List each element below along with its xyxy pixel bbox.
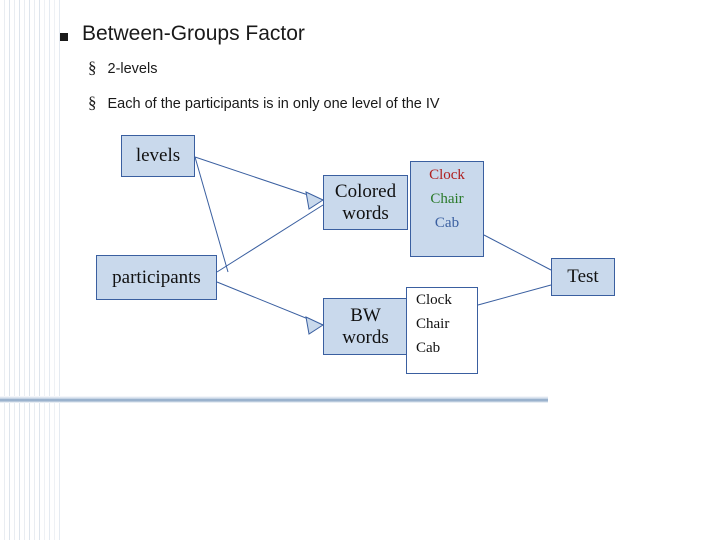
bullet-item-2: § Each of the participants is in only on… (88, 93, 440, 113)
word-list-bw: Clock Chair Cab (406, 287, 478, 374)
bullet-item-1: § 2-levels (88, 58, 157, 78)
word-list-bw-item-chair: Chair (416, 315, 450, 332)
section-marker-icon: § (88, 58, 97, 77)
node-levels[interactable]: levels (121, 135, 195, 177)
bullet-item-1-label: 2-levels (107, 61, 158, 77)
node-participants-label: participants (112, 266, 201, 288)
node-test-label: Test (567, 266, 599, 288)
node-bw-words-line1: BW (350, 305, 381, 327)
bottom-divider-line (0, 399, 548, 401)
node-colored-words[interactable]: Colored words (323, 175, 408, 230)
node-colored-words-line1: Colored (334, 181, 397, 203)
node-bw-words-line2: words (342, 326, 389, 348)
node-participants[interactable]: participants (96, 255, 217, 300)
word-list-bw-item-clock: Clock (416, 292, 452, 308)
node-test[interactable]: Test (551, 258, 615, 296)
bullet-item-2-label: Each of the participants is in only one … (107, 96, 440, 112)
node-levels-label: levels (135, 145, 181, 167)
page-title: Between-Groups Factor (60, 22, 305, 46)
word-list-colored-item-chair: Chair (430, 190, 464, 207)
left-stripe-decoration (0, 0, 40, 540)
node-colored-words-line2: words (342, 202, 389, 224)
section-marker-icon: § (88, 93, 97, 112)
node-bw-words[interactable]: BW words (323, 298, 408, 355)
word-list-bw-item-cab: Cab (416, 339, 441, 356)
title-text: Between-Groups Factor (82, 22, 305, 45)
square-bullet-icon (60, 33, 68, 41)
word-list-colored-item-cab: Cab (434, 214, 460, 231)
word-list-colored: Clock Chair Cab (410, 161, 484, 257)
left-stripe-decoration-inner (40, 0, 60, 540)
word-list-colored-item-clock: Clock (429, 167, 465, 183)
